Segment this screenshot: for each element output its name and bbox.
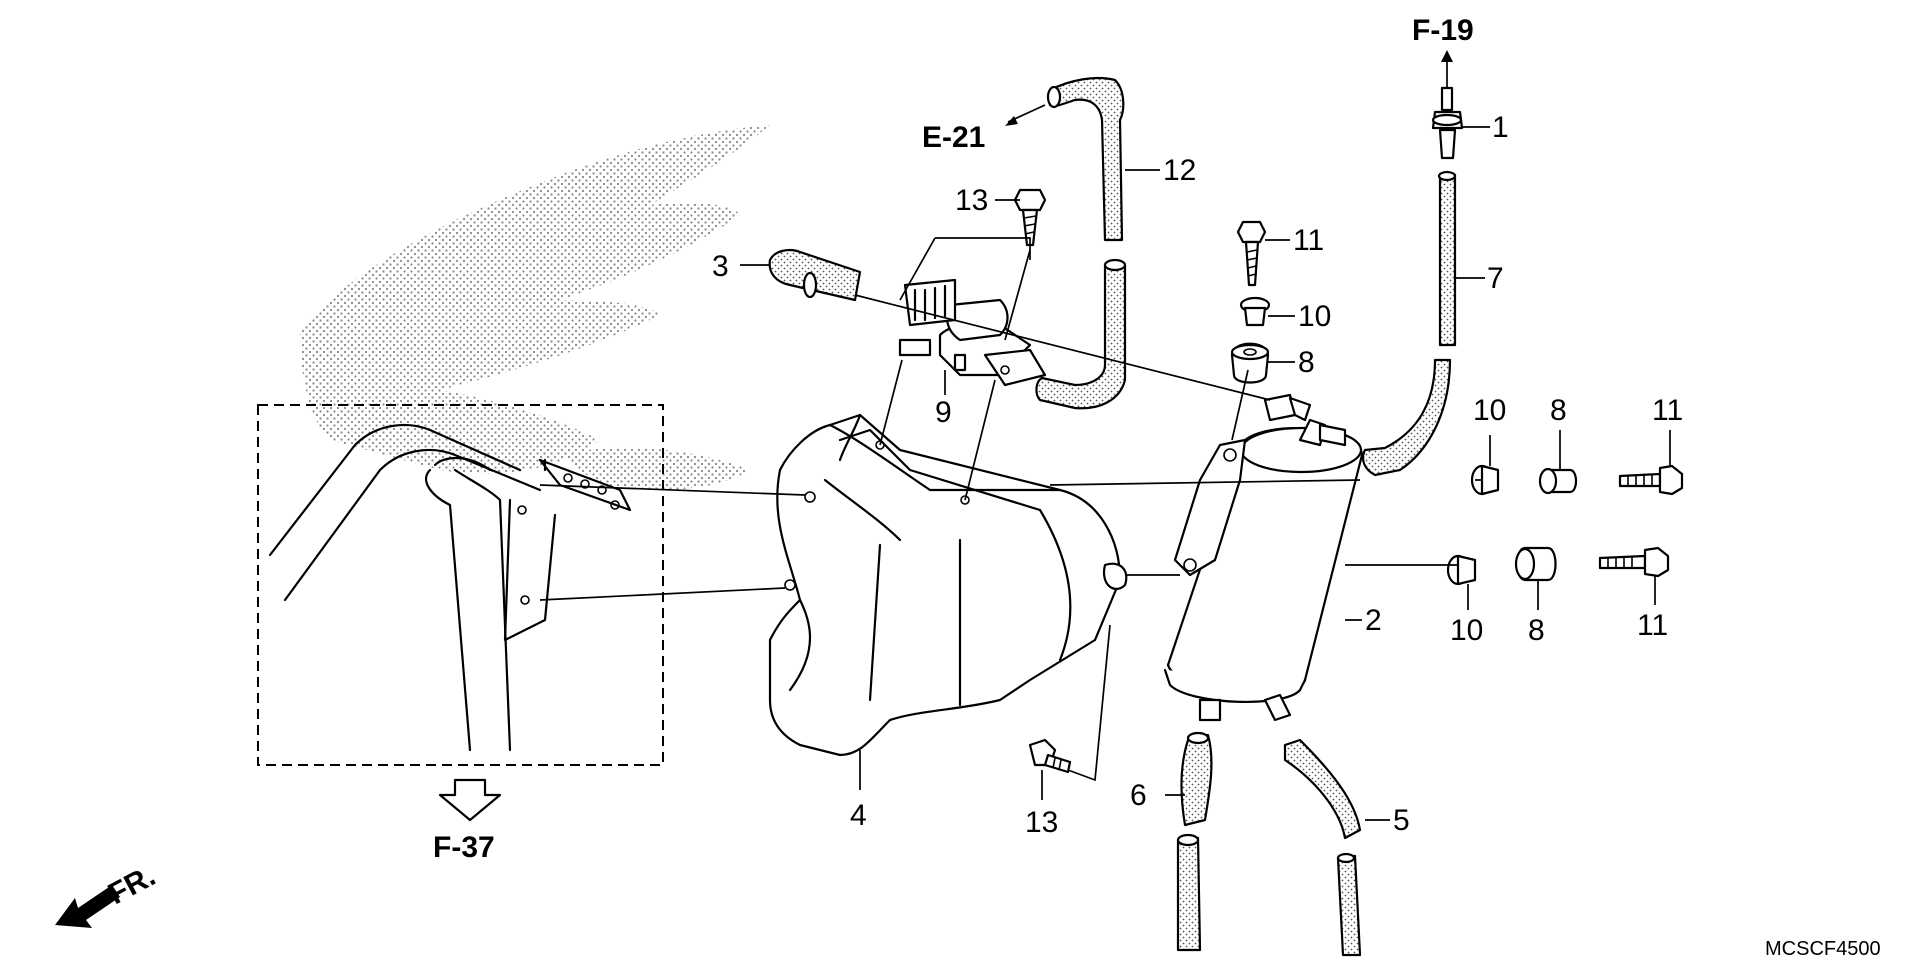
part-11-bolt-top bbox=[1236, 220, 1267, 287]
e21-arrow-icon bbox=[1005, 104, 1046, 126]
part-9-solenoid-valve bbox=[898, 278, 1047, 387]
callout-1: 1 bbox=[1492, 111, 1509, 144]
callout-11-right-upper: 11 bbox=[1652, 394, 1683, 427]
frame-inset bbox=[257, 404, 664, 766]
callout-13-upper: 13 bbox=[955, 184, 988, 217]
hardware-row-lower bbox=[1446, 546, 1670, 586]
callout-3: 3 bbox=[712, 250, 729, 283]
part-7-hose bbox=[1361, 170, 1457, 477]
callout-4: 4 bbox=[850, 799, 867, 832]
part-2-canister bbox=[1163, 418, 1364, 722]
callout-11-top: 11 bbox=[1293, 224, 1324, 257]
callout-8-top: 8 bbox=[1298, 346, 1315, 379]
hardware-row-upper bbox=[1470, 464, 1684, 496]
assembly-lines bbox=[539, 237, 1482, 782]
part-13-bolt-lower bbox=[1028, 738, 1072, 774]
f19-arrow-icon bbox=[1441, 50, 1453, 88]
callout-10-top: 10 bbox=[1298, 300, 1331, 333]
ref-f37: F-37 bbox=[433, 831, 495, 864]
callout-8-right-upper: 8 bbox=[1550, 394, 1567, 427]
callout-9: 9 bbox=[935, 396, 952, 429]
callout-5: 5 bbox=[1393, 804, 1410, 837]
fairing-shading bbox=[300, 125, 770, 490]
callout-leaders bbox=[740, 126, 1671, 821]
canister-elbow-fitting bbox=[1263, 393, 1312, 422]
callout-6: 6 bbox=[1130, 779, 1147, 812]
front-direction-marker: FR. bbox=[55, 859, 161, 928]
callout-10-right-lower: 10 bbox=[1450, 614, 1483, 647]
part-6-hose bbox=[1176, 731, 1213, 952]
callout-10-right-upper: 10 bbox=[1473, 394, 1506, 427]
callout-12: 12 bbox=[1163, 154, 1196, 187]
callout-2: 2 bbox=[1365, 604, 1382, 637]
part-3-hose bbox=[768, 249, 862, 302]
part-12-hose bbox=[1035, 76, 1127, 410]
callout-13-lower: 13 bbox=[1025, 806, 1058, 839]
part-8-grommet-top bbox=[1230, 342, 1270, 384]
callout-11-right-lower: 11 bbox=[1637, 609, 1668, 642]
f37-arrow-icon bbox=[438, 778, 502, 822]
callout-8-right-lower: 8 bbox=[1528, 614, 1545, 647]
part-4-cover bbox=[768, 413, 1128, 757]
drawing-code: MCSCF4500 bbox=[1765, 938, 1881, 960]
part-1-fitting bbox=[1431, 86, 1464, 160]
part-13-bolt-upper bbox=[1013, 188, 1047, 247]
ref-f19: F-19 bbox=[1412, 14, 1474, 47]
part-5-hose bbox=[1283, 738, 1362, 957]
part-10-collar-top bbox=[1239, 296, 1271, 327]
front-marker-label: FR. bbox=[103, 859, 161, 911]
ref-e21: E-21 bbox=[922, 121, 985, 154]
callout-7: 7 bbox=[1487, 262, 1504, 295]
